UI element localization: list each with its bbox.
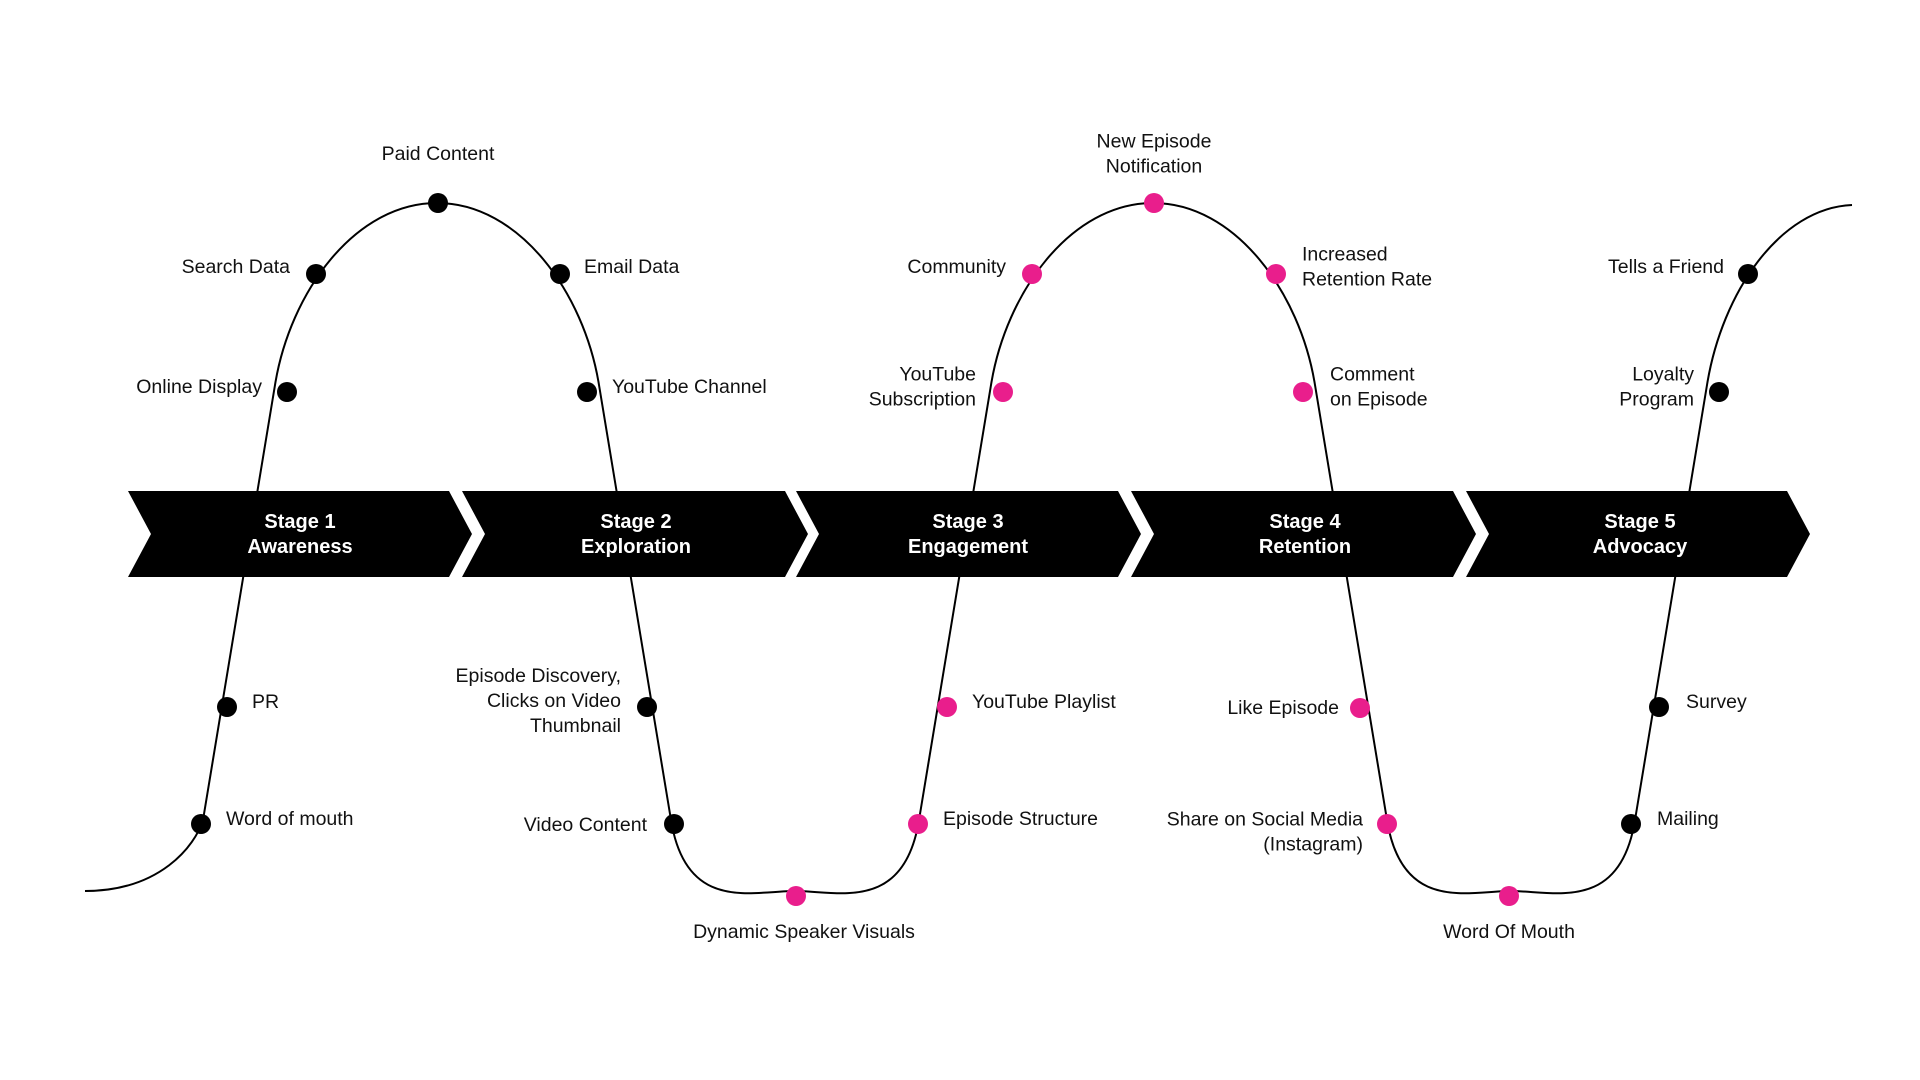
survey-label-line: Survey bbox=[1686, 691, 1747, 713]
marker-survey bbox=[1649, 697, 1669, 717]
new-episode-notification-label-line: New Episode bbox=[1097, 131, 1212, 153]
youtube-subscription-label-line: YouTube bbox=[899, 364, 976, 386]
label-video-content: Video Content bbox=[524, 814, 648, 836]
share-on-social-media-label-line: Share on Social Media bbox=[1167, 809, 1363, 831]
marker-search-data bbox=[306, 264, 326, 284]
touchpoint-markers bbox=[191, 193, 1758, 906]
label-share-on-social-media: Share on Social Media (Instagram) bbox=[1167, 809, 1363, 856]
stage-4-chevron: Stage 4 Retention bbox=[1131, 491, 1476, 577]
episode-discovery-label-line: Episode Discovery, bbox=[456, 665, 621, 687]
label-episode-structure: Episode Structure bbox=[943, 808, 1098, 830]
word-of-mouth-1-label-line: Word of mouth bbox=[226, 808, 354, 830]
word-of-mouth-2-label-line: Word Of Mouth bbox=[1443, 921, 1575, 943]
like-episode-label-line: Like Episode bbox=[1227, 697, 1339, 719]
label-pr: PR bbox=[252, 691, 279, 713]
stage-5-title: Stage 5 bbox=[1604, 511, 1675, 533]
youtube-subscription-label-line: Subscription bbox=[869, 389, 976, 411]
dynamic-speaker-visuals-label-line: Dynamic Speaker Visuals bbox=[693, 921, 915, 943]
label-online-display: Online Display bbox=[136, 376, 262, 398]
marker-increased-retention-rate bbox=[1266, 264, 1286, 284]
video-content-label-line: Video Content bbox=[524, 814, 648, 836]
marker-youtube-subscription bbox=[993, 382, 1013, 402]
marker-tells-a-friend bbox=[1738, 264, 1758, 284]
increased-retention-rate-label-line: Increased bbox=[1302, 244, 1388, 266]
youtube-channel-label-line: YouTube Channel bbox=[612, 376, 767, 398]
marker-online-display bbox=[277, 382, 297, 402]
tells-a-friend-label-line: Tells a Friend bbox=[1608, 256, 1724, 278]
touchpoint-labels: Word of mouth PR Online Display Search D… bbox=[136, 131, 1747, 944]
comment-on-episode-label-line: Comment bbox=[1330, 364, 1415, 386]
stage-2-chevron: Stage 2 Exploration bbox=[462, 491, 808, 577]
stage-4-subtitle: Retention bbox=[1259, 536, 1351, 558]
label-paid-content: Paid Content bbox=[382, 143, 495, 165]
marker-comment-on-episode bbox=[1293, 382, 1313, 402]
marker-mailing bbox=[1621, 814, 1641, 834]
label-word-of-mouth-1: Word of mouth bbox=[226, 808, 354, 830]
marker-dynamic-speaker-visuals bbox=[786, 886, 806, 906]
stage-1-title: Stage 1 bbox=[264, 511, 335, 533]
label-comment-on-episode: Comment on Episode bbox=[1330, 364, 1428, 411]
paid-content-label-line: Paid Content bbox=[382, 143, 495, 165]
episode-structure-label-line: Episode Structure bbox=[943, 808, 1098, 830]
label-youtube-channel: YouTube Channel bbox=[612, 376, 767, 398]
marker-episode-discovery bbox=[637, 697, 657, 717]
label-survey: Survey bbox=[1686, 691, 1747, 713]
share-on-social-media-label-line: (Instagram) bbox=[1263, 834, 1363, 856]
community-label-line: Community bbox=[907, 256, 1006, 278]
online-display-label-line: Online Display bbox=[136, 376, 262, 398]
loyalty-program-label-line: Loyalty bbox=[1632, 364, 1694, 386]
marker-community bbox=[1022, 264, 1042, 284]
label-like-episode: Like Episode bbox=[1227, 697, 1339, 719]
episode-discovery-label-line: Thumbnail bbox=[530, 715, 621, 737]
marker-paid-content bbox=[428, 193, 448, 213]
stage-4-title: Stage 4 bbox=[1269, 511, 1341, 533]
marker-word-of-mouth-1 bbox=[191, 814, 211, 834]
marker-youtube-channel bbox=[577, 382, 597, 402]
increased-retention-rate-label-line: Retention Rate bbox=[1302, 269, 1432, 291]
stage-2-subtitle: Exploration bbox=[581, 536, 691, 558]
label-tells-a-friend: Tells a Friend bbox=[1608, 256, 1724, 278]
marker-episode-structure bbox=[908, 814, 928, 834]
stage-5-chevron: Stage 5 Advocacy bbox=[1466, 491, 1810, 577]
stage-5-subtitle: Advocacy bbox=[1593, 536, 1688, 558]
new-episode-notification-label-line: Notification bbox=[1106, 156, 1202, 178]
episode-discovery-label-line: Clicks on Video bbox=[487, 690, 621, 712]
marker-loyalty-program bbox=[1709, 382, 1729, 402]
stage-3-title: Stage 3 bbox=[932, 511, 1003, 533]
stage-2-title: Stage 2 bbox=[600, 511, 671, 533]
search-data-label-line: Search Data bbox=[182, 256, 291, 278]
marker-word-of-mouth-2 bbox=[1499, 886, 1519, 906]
marker-pr bbox=[217, 697, 237, 717]
stage-1-subtitle: Awareness bbox=[247, 536, 352, 558]
journey-wave-line bbox=[84, 201, 1853, 895]
comment-on-episode-label-line: on Episode bbox=[1330, 389, 1428, 411]
label-mailing: Mailing bbox=[1657, 808, 1719, 830]
mailing-label-line: Mailing bbox=[1657, 808, 1719, 830]
email-data-label-line: Email Data bbox=[584, 256, 680, 278]
label-youtube-playlist: YouTube Playlist bbox=[972, 691, 1116, 713]
marker-like-episode bbox=[1350, 698, 1370, 718]
label-community: Community bbox=[907, 256, 1006, 278]
marker-share-on-social-media bbox=[1377, 814, 1397, 834]
marker-new-episode-notification bbox=[1144, 193, 1164, 213]
label-word-of-mouth-2: Word Of Mouth bbox=[1443, 921, 1575, 943]
label-search-data: Search Data bbox=[182, 256, 291, 278]
loyalty-program-label-line: Program bbox=[1619, 389, 1694, 411]
marker-video-content bbox=[664, 814, 684, 834]
marker-email-data bbox=[550, 264, 570, 284]
label-dynamic-speaker-visuals: Dynamic Speaker Visuals bbox=[693, 921, 915, 943]
stage-3-subtitle: Engagement bbox=[908, 536, 1028, 558]
marker-youtube-playlist bbox=[937, 697, 957, 717]
youtube-playlist-label-line: YouTube Playlist bbox=[972, 691, 1116, 713]
stage-3-chevron: Stage 3 Engagement bbox=[796, 491, 1141, 577]
label-email-data: Email Data bbox=[584, 256, 680, 278]
stage-1-chevron: Stage 1 Awareness bbox=[128, 491, 472, 577]
pr-label-line: PR bbox=[252, 691, 279, 713]
